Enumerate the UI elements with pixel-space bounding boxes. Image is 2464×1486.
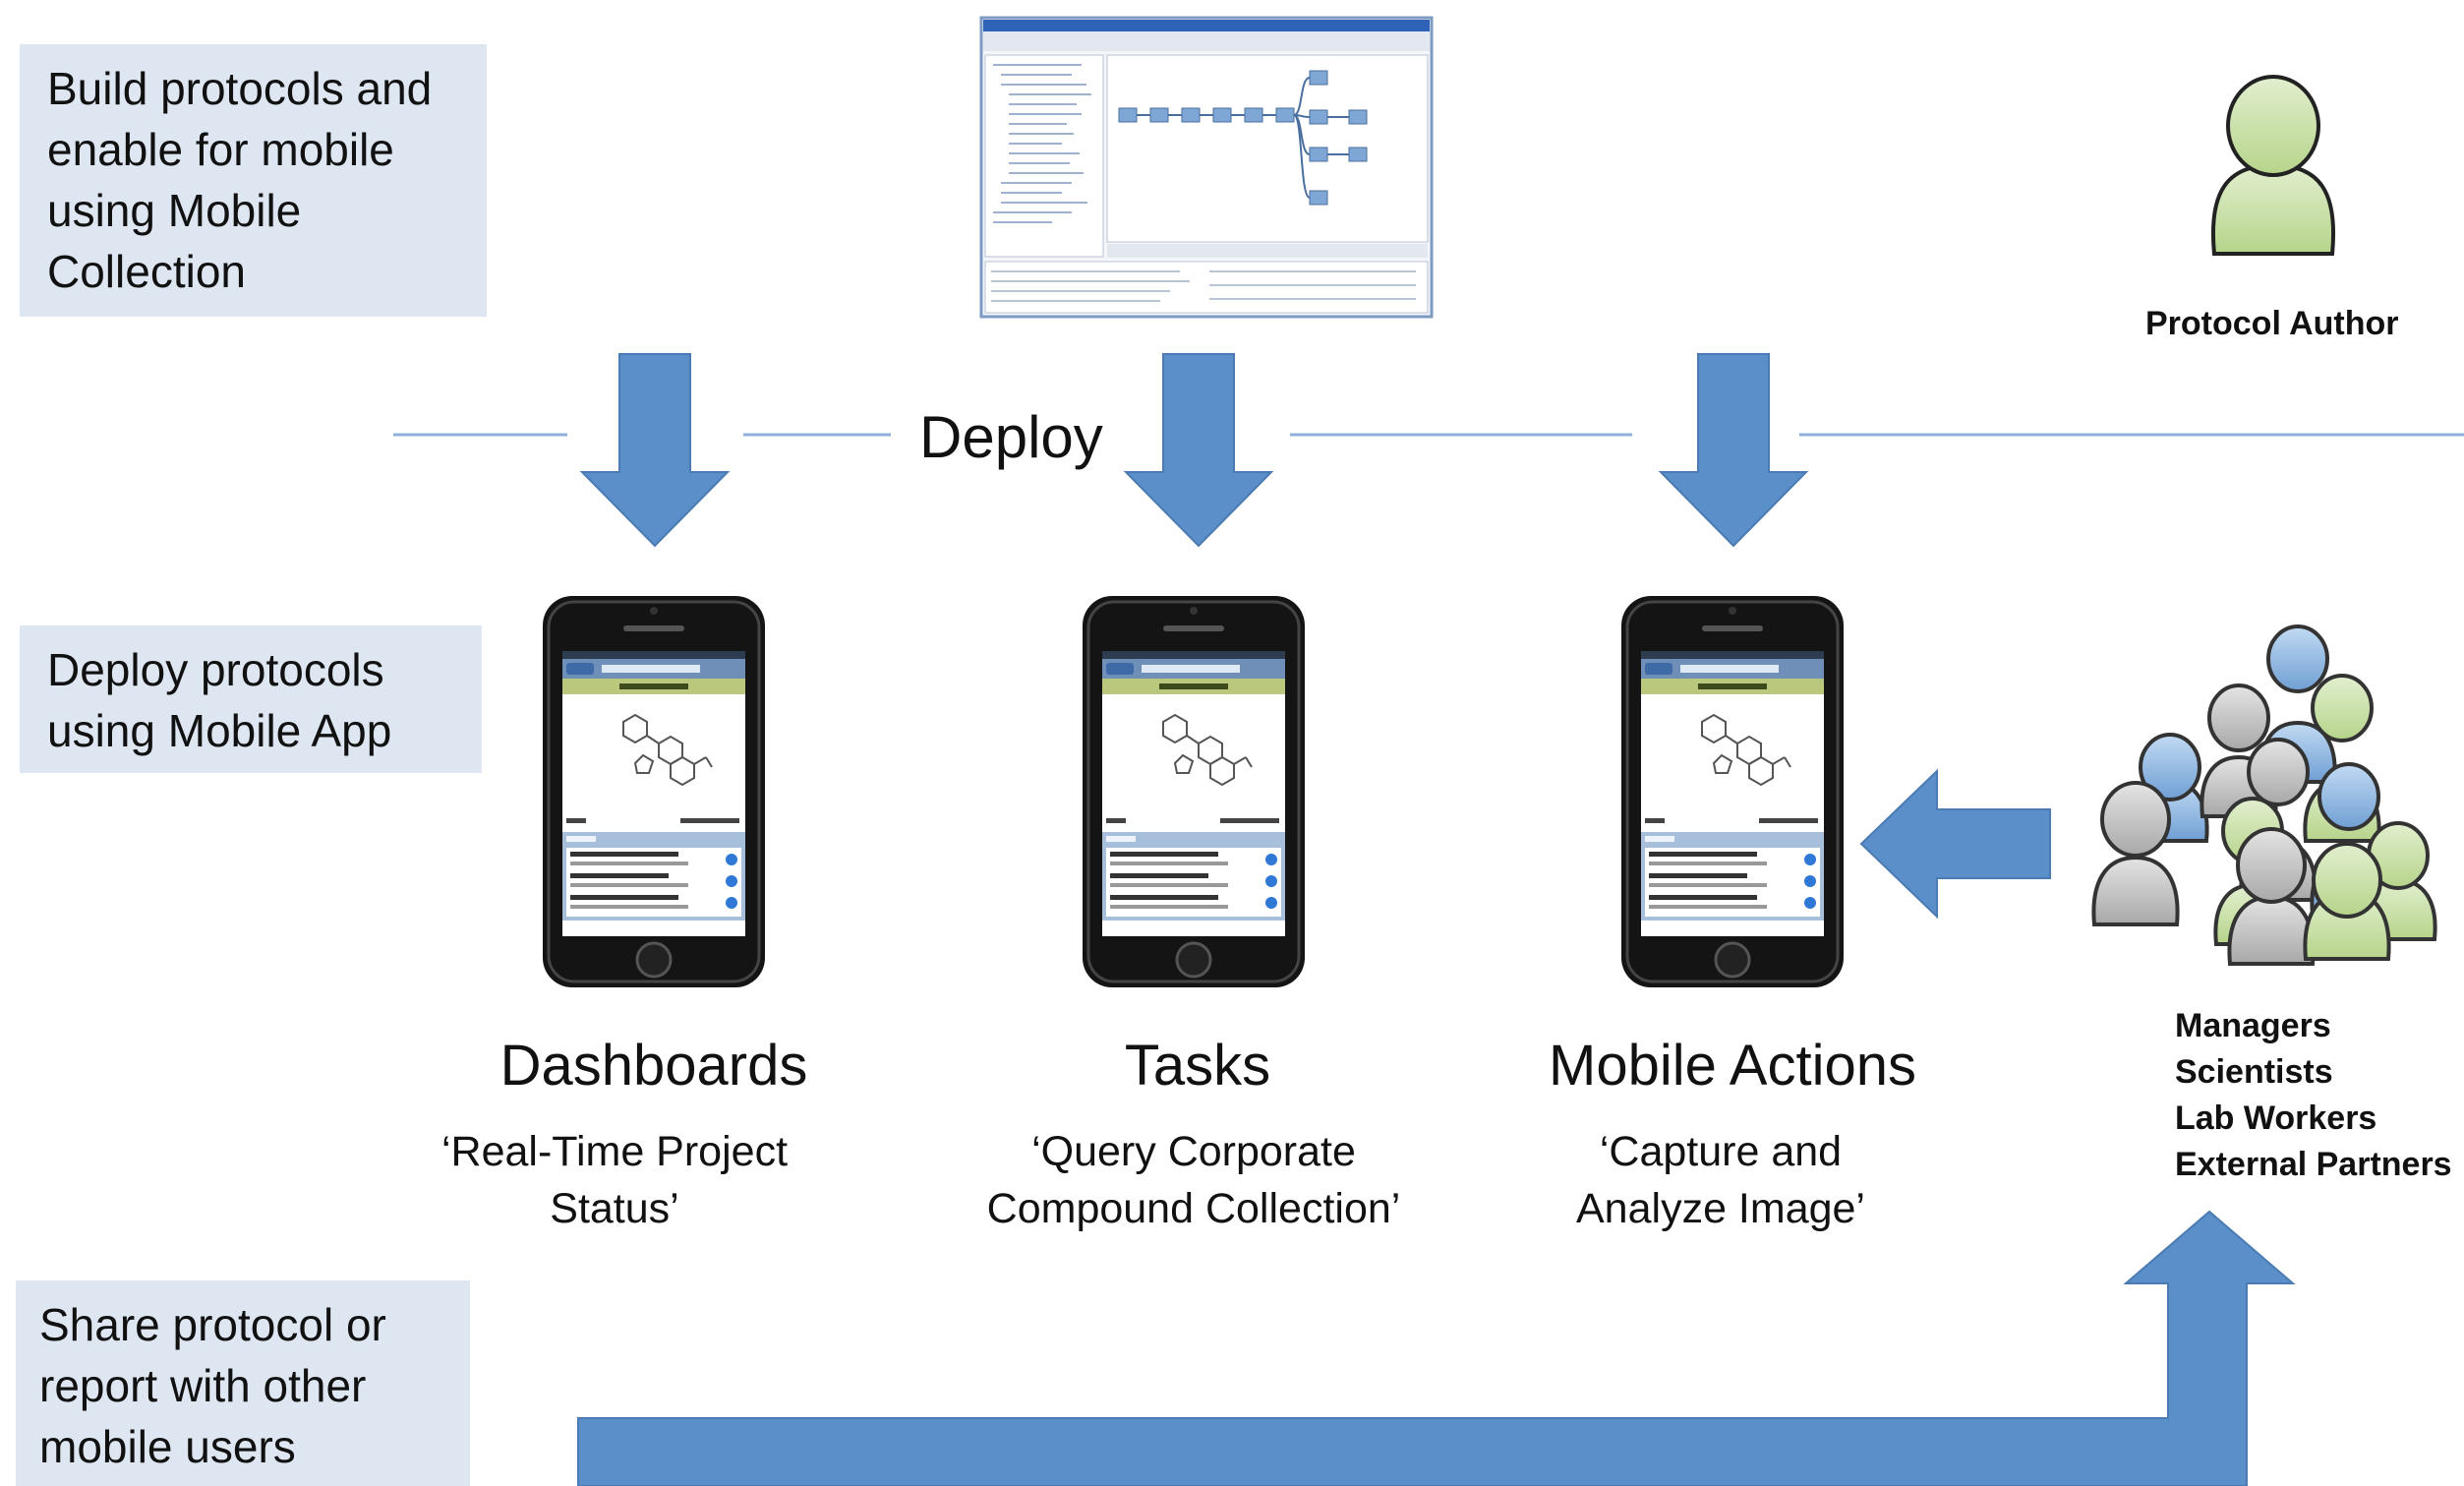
audience-item: Managers (2175, 1007, 2331, 1044)
step-text-deploy: Deploy protocols using Mobile App (47, 644, 392, 756)
phone-subtitle-mobile-actions-line2: Analyze Image’ (1576, 1185, 1865, 1232)
step-box-build: Build protocols and enable for mobile us… (20, 44, 487, 317)
phone-subtitle-dashboards-line2: Status’ (550, 1185, 679, 1232)
phone-subtitle-mobile-actions-line1: ‘Capture and (1599, 1128, 1843, 1175)
left-arrow-feedback (1859, 768, 2051, 920)
phone-subtitle-tasks-line2: Compound Collection’ (986, 1185, 1401, 1232)
step-text-build: Build protocols and enable for mobile us… (47, 63, 433, 297)
phone-dashboards (543, 596, 765, 987)
phone-subtitle-dashboards: ‘Real-Time Project Status’ (369, 1123, 860, 1237)
down-arrow-tasks (1123, 353, 1274, 548)
phone-tasks (1083, 596, 1305, 987)
phone-subtitle-tasks: ‘Query Corporate Compound Collection’ (918, 1123, 1469, 1237)
phone-title-tasks: Tasks (1124, 1034, 1271, 1098)
step-text-share: Share protocol or report with other mobi… (39, 1299, 386, 1472)
audience-list: Managers Scientists Lab Workers External… (2175, 1003, 2452, 1188)
phone-subtitle-tasks-line1: ‘Query Corporate (1031, 1128, 1356, 1175)
phone-title-mobile-actions: Mobile Actions (1549, 1034, 1916, 1098)
down-arrow-dashboards (579, 353, 731, 548)
phone-subtitle-mobile-actions: ‘Capture and Analyze Image’ (1475, 1123, 1966, 1237)
audience-item: Scientists (2175, 1053, 2333, 1091)
phone-mobile-actions (1621, 596, 1844, 987)
down-arrow-mobile-actions (1658, 353, 1809, 548)
protocol-author-person-icon (2211, 75, 2335, 256)
phone-subtitle-dashboards-line1: ‘Real-Time Project (440, 1128, 789, 1175)
audience-item: External Partners (2175, 1146, 2452, 1183)
user-group-icon (2091, 624, 2437, 966)
phone-title-dashboards: Dashboards (499, 1034, 808, 1098)
step-box-share: Share protocol or report with other mobi… (16, 1280, 470, 1486)
share-arrow (577, 1210, 2296, 1486)
deploy-label: Deploy (919, 404, 1103, 470)
protocol-editor-screenshot (979, 16, 1434, 319)
protocol-author-label: Protocol Author (2145, 305, 2399, 342)
audience-item: Lab Workers (2175, 1100, 2377, 1137)
step-box-deploy: Deploy protocols using Mobile App (20, 625, 482, 773)
